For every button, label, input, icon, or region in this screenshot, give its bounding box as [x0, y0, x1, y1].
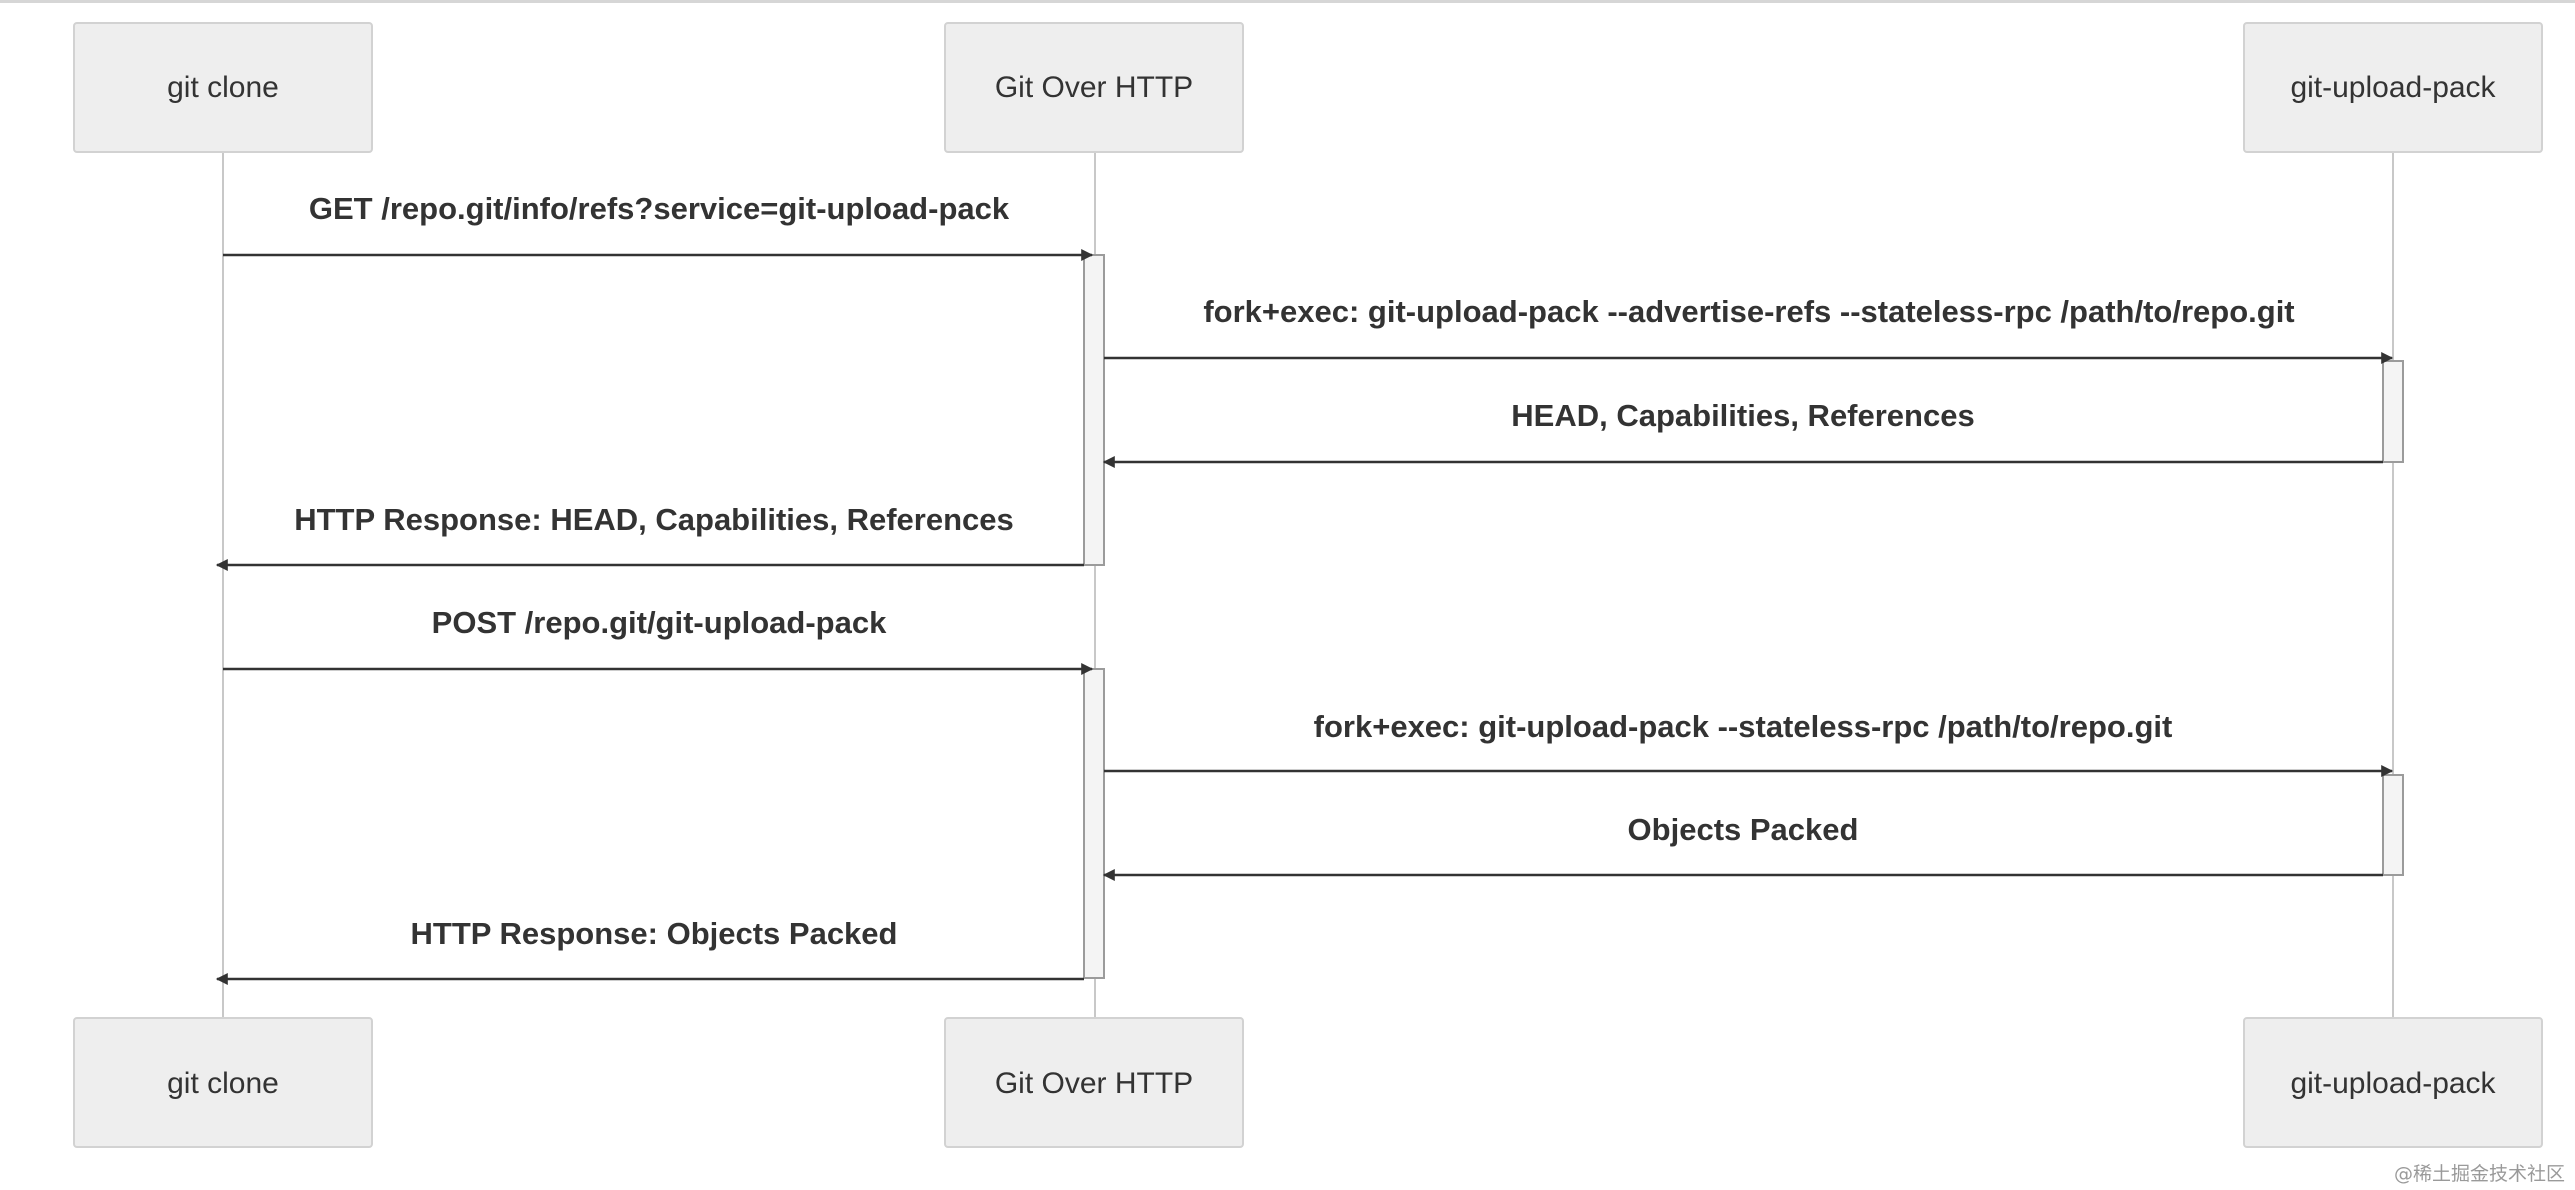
- actor-label: git-upload-pack: [2290, 71, 2496, 104]
- actor-box: [944, 22, 1244, 153]
- actor-box: [2243, 1017, 2543, 1148]
- message-label: POST /repo.git/git-upload-pack: [432, 605, 887, 640]
- message-fork-exec-advertise: fork+exec: git-upload-pack --advertise-r…: [1104, 294, 2394, 364]
- top-divider: [0, 0, 2575, 3]
- actor-label: Git Over HTTP: [995, 1067, 1193, 1100]
- message-post-upload-pack: POST /repo.git/git-upload-pack: [223, 605, 1094, 675]
- actor-git-over-http-bottom: Git Over HTTP: [944, 1017, 1244, 1148]
- actor-git-clone-bottom: git clone: [73, 1017, 373, 1148]
- message-fork-exec-stateless: fork+exec: git-upload-pack --stateless-r…: [1104, 709, 2394, 777]
- actor-label: git clone: [167, 1067, 279, 1100]
- actor-git-clone-top: git clone: [73, 22, 373, 153]
- message-get-info-refs: GET /repo.git/info/refs?service=git-uplo…: [223, 191, 1094, 261]
- message-label: fork+exec: git-upload-pack --stateless-r…: [1314, 709, 2173, 744]
- actors-bottom: git clone Git Over HTTP git-upload-pack: [73, 1017, 2543, 1148]
- actor-label: git clone: [167, 71, 279, 104]
- actor-label: Git Over HTTP: [995, 71, 1193, 104]
- actor-box: [73, 1017, 373, 1148]
- activation-bar: [2382, 774, 2404, 876]
- message-label: GET /repo.git/info/refs?service=git-uplo…: [309, 191, 1010, 226]
- actors-top: git clone Git Over HTTP git-upload-pack: [73, 22, 2543, 153]
- actor-label: git-upload-pack: [2290, 1067, 2496, 1100]
- activation-bar: [1083, 668, 1105, 979]
- actor-git-upload-pack-top: git-upload-pack: [2243, 22, 2543, 153]
- actor-git-upload-pack-bottom: git-upload-pack: [2243, 1017, 2543, 1148]
- message-http-response-refs: HTTP Response: HEAD, Capabilities, Refer…: [215, 502, 1084, 571]
- watermark: @稀土掘金技术社区: [2393, 1163, 2565, 1185]
- actor-box: [944, 1017, 1244, 1148]
- message-refs-reply: HEAD, Capabilities, References: [1102, 398, 2383, 468]
- activation-bar: [2382, 360, 2404, 463]
- message-label: HTTP Response: HEAD, Capabilities, Refer…: [294, 502, 1014, 537]
- message-label: Objects Packed: [1628, 812, 1859, 847]
- message-label: HTTP Response: Objects Packed: [411, 916, 898, 951]
- message-label: fork+exec: git-upload-pack --advertise-r…: [1203, 294, 2294, 329]
- lifelines: [222, 152, 2394, 1018]
- message-http-response-objects: HTTP Response: Objects Packed: [215, 916, 1084, 985]
- messages: GET /repo.git/info/refs?service=git-uplo…: [215, 191, 2394, 985]
- activation-bar: [1083, 254, 1105, 566]
- actor-box: [73, 22, 373, 153]
- actor-git-over-http-top: Git Over HTTP: [944, 22, 1244, 153]
- actor-box: [2243, 22, 2543, 153]
- activations: [1083, 254, 2404, 979]
- message-label: HEAD, Capabilities, References: [1511, 398, 1974, 433]
- message-objects-packed-reply: Objects Packed: [1102, 812, 2383, 881]
